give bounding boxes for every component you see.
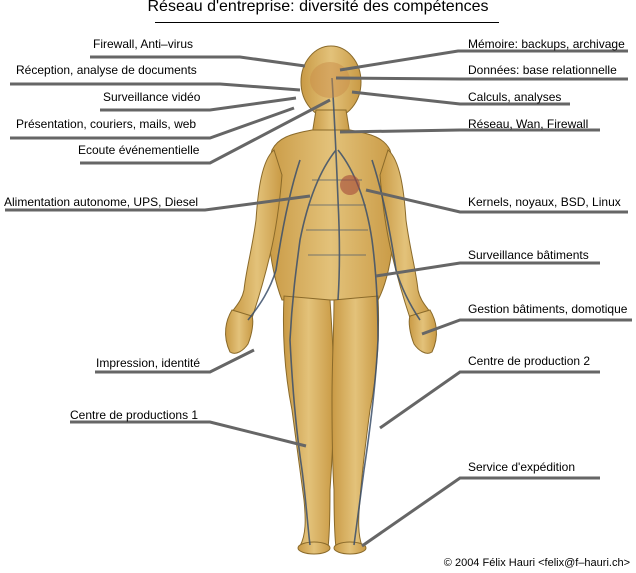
pointer-reseau: [339, 128, 600, 134]
label-centre-production-2: Centre de production 2: [468, 354, 591, 368]
pointer-donnees: [335, 76, 628, 81]
copyright-credit: © 2004 Félix Hauri <felix@f–hauri.ch>: [443, 557, 630, 569]
pointer-ecoute: [80, 98, 331, 165]
right-nerve-trunk: [337, 149, 379, 546]
label-ecoute: Ecoute événementielle: [78, 143, 200, 157]
body-silhouette: [225, 45, 437, 555]
brain: [310, 62, 350, 98]
label-service-expedition: Service d'expédition: [468, 460, 576, 474]
right-arm-nerve: [371, 159, 421, 321]
left-pointers: [5, 55, 331, 448]
pointer-presentation: [10, 106, 295, 140]
right-leg: [331, 295, 380, 549]
label-impression: Impression, identité: [96, 356, 201, 370]
label-reception-analyse: Réception, analyse de documents: [16, 63, 197, 77]
label-alimentation: Alimentation autonome, UPS, Diesel: [4, 195, 199, 209]
spinal-cord: [331, 77, 341, 301]
label-centre-production-1: Centre de productions 1: [70, 408, 199, 422]
pointer-reception: [10, 82, 301, 92]
pointer-expedition: [361, 476, 600, 548]
label-reseau: Réseau, Wan, Firewall: [468, 117, 589, 131]
right-foot: [333, 541, 367, 555]
title-underline: [155, 22, 499, 23]
label-presentation: Présentation, couriers, mails, web: [16, 117, 197, 131]
label-firewall-antivirus: Firewall, Anti–virus: [93, 37, 194, 51]
pointer-firewall: [90, 55, 306, 68]
diagram-title: Réseau d'entreprise: diversité des compé…: [147, 0, 489, 15]
pointer-surveillance-batiments: [375, 261, 600, 278]
left-nerve-trunk: [289, 149, 337, 546]
right-arm: [379, 149, 431, 319]
label-calculs: Calculs, analyses: [468, 90, 562, 104]
pointer-gestion: [421, 318, 632, 336]
left-arm-nerve: [247, 159, 301, 321]
left-foot: [297, 541, 331, 555]
label-kernels: Kernels, noyaux, BSD, Linux: [468, 195, 621, 209]
rib-nerves: [306, 179, 368, 256]
pointer-kernels: [365, 188, 628, 214]
left-arm: [231, 149, 283, 319]
pointer-centre-2: [379, 370, 600, 430]
pointer-surveillance-video: [100, 96, 297, 112]
label-donnees: Données: base relationnelle: [468, 63, 617, 77]
label-surveillance-video: Surveillance vidéo: [103, 90, 201, 104]
heart: [340, 175, 360, 195]
nerve-network: [247, 77, 421, 546]
pointer-alimentation: [5, 194, 311, 212]
label-gestion-batiments: Gestion bâtiments, domotique: [468, 302, 628, 316]
label-surveillance-batiments: Surveillance bâtiments: [468, 248, 589, 262]
label-memoire: Mémoire: backups, archivage: [468, 37, 625, 51]
pointer-centre-1: [70, 420, 307, 448]
pointer-calculs: [351, 90, 570, 106]
left-hand: [225, 309, 254, 354]
right-pointers: [335, 49, 632, 548]
pointer-impression: [95, 348, 255, 374]
pointer-memoire: [339, 49, 628, 72]
